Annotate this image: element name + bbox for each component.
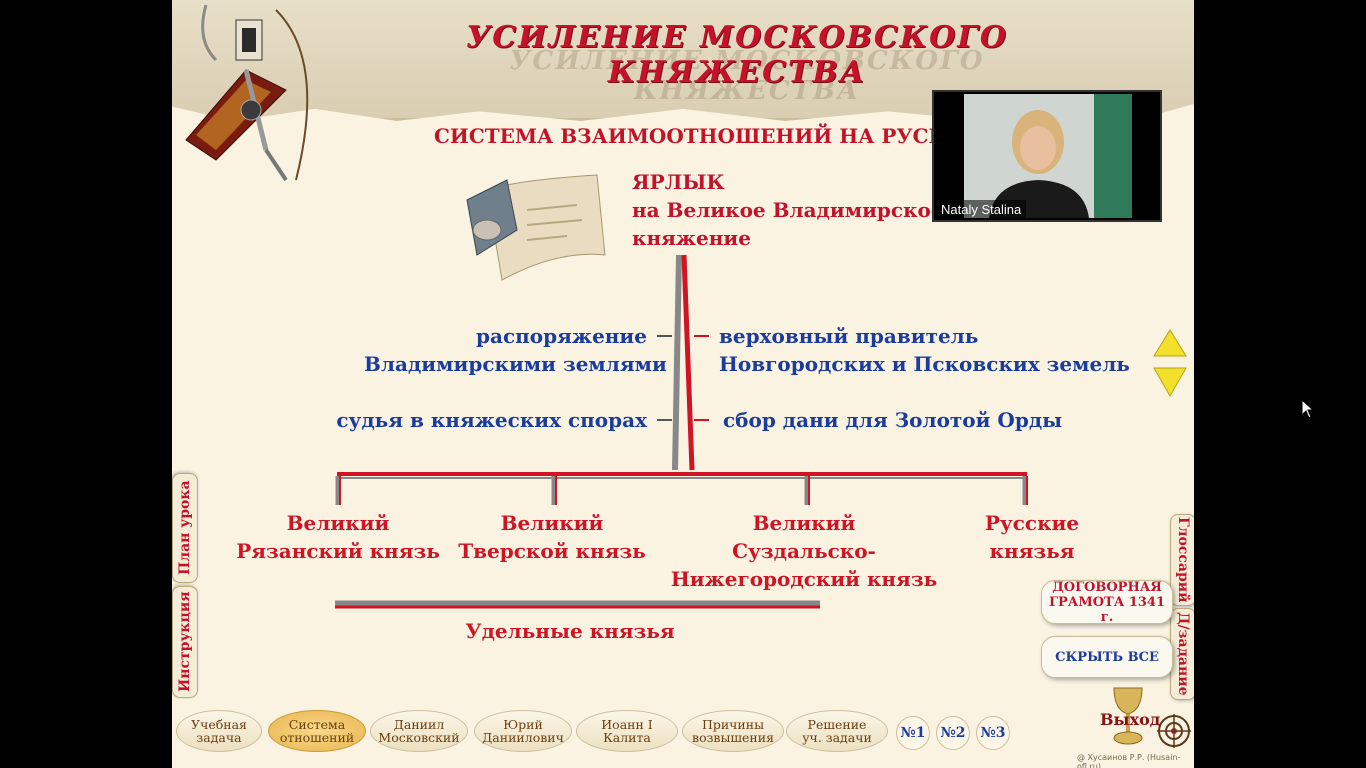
mouse-cursor-icon: [1301, 399, 1315, 419]
function-manage-vladimir-2: Владимирскими землями: [364, 352, 667, 376]
prince-suzdal-2: Суздальско-: [732, 539, 876, 563]
scroll-arrows: [1153, 329, 1187, 398]
nav-number-3[interactable]: №3: [976, 716, 1010, 750]
tab-glossary[interactable]: Глоссарий: [1170, 514, 1194, 606]
yarlyk-label: ЯРЛЫК на Великое Владимирское княжение: [632, 168, 944, 252]
function-tribute: сбор дани для Золотой Орды: [723, 408, 1063, 432]
banner-title: УСИЛЕНИЕ МОСКОВСКОГО КНЯЖЕСТВА: [465, 20, 1009, 90]
nav-label: задача: [196, 730, 242, 745]
nav-label: возвышения: [692, 730, 774, 745]
nav-label: отношений: [279, 730, 355, 745]
target-icon[interactable]: [1157, 714, 1191, 748]
copyright-text: @ Хусаинов Р.Р. (Husain-ofl.ru): [1077, 753, 1181, 768]
scroll-icon: [466, 174, 606, 281]
prince-suzdal: Великий Суздальско- Нижегородский князь: [669, 509, 939, 593]
prince-russian-1: Русские: [984, 511, 1080, 535]
tab-homework[interactable]: Д/задание: [1170, 608, 1194, 700]
tab-lesson-plan[interactable]: План урока: [172, 473, 198, 583]
prince-ryazan-1: Великий: [286, 511, 390, 535]
hide-all-button[interactable]: СКРЫТЬ ВСЕ: [1041, 636, 1173, 678]
function-supreme-ruler-2: Новгородских и Псковских земель: [719, 352, 1130, 376]
prince-ryazan: Великий Рязанский князь: [230, 509, 446, 565]
prince-russian: Русские князья: [972, 509, 1092, 565]
nav-label: Московский: [378, 730, 460, 745]
prince-russian-2: князья: [989, 539, 1075, 563]
treaty-button-line1: ДОГОВОРНАЯ: [1052, 579, 1162, 595]
treaty-button-line2: ГРАМОТА 1341 г.: [1048, 594, 1166, 625]
yarlyk-subtitle-2: княжение: [632, 226, 751, 250]
appanage-princes: Удельные князья: [465, 619, 675, 643]
nav-label: Даниил: [393, 717, 445, 732]
participant-name-label: Nataly Stalina: [936, 200, 1027, 219]
banner-title-shadow: УСИЛЕНИЕ МОСКОВСКОГО КНЯЖЕСТВА: [509, 46, 985, 106]
nav-label: Система: [288, 717, 346, 732]
function-manage-vladimir: распоряжение Владимирскими землями: [364, 322, 667, 378]
nav-label: Даниилович: [482, 730, 564, 745]
nav-label: уч. задачи: [802, 730, 872, 745]
yarlyk-heading: ЯРЛЫК: [632, 170, 725, 194]
nav-label: Учебная: [191, 717, 247, 732]
exit-button[interactable]: Выход: [1100, 710, 1161, 729]
prince-tver-1: Великий: [500, 511, 604, 535]
nav-label: Причины: [701, 717, 765, 732]
diagram-title: СИСТЕМА ВЗАИМООТНОШЕНИЙ НА РУСИ: [434, 124, 948, 148]
arrow-up-icon[interactable]: [1153, 329, 1187, 357]
nav-number-1[interactable]: №1: [896, 716, 930, 750]
yarlyk-subtitle-1: на Великое Владимирское: [632, 198, 944, 222]
function-manage-vladimir-1: распоряжение: [476, 324, 647, 348]
prince-tver-2: Тверской князь: [458, 539, 646, 563]
function-supreme-ruler-1: верховный правитель: [719, 324, 979, 348]
prince-ryazan-2: Рязанский князь: [236, 539, 440, 563]
function-judge: судья в княжеских спорах: [336, 408, 647, 432]
nav-label: Решение: [807, 717, 867, 732]
nav-label: Иоанн I Калита: [601, 717, 653, 745]
treaty-1341-button[interactable]: ДОГОВОРНАЯ ГРАМОТА 1341 г.: [1041, 579, 1173, 625]
nav-label: Юрий: [503, 717, 543, 732]
chalice-icon[interactable]: [1110, 684, 1146, 748]
tab-instruction[interactable]: Инструкция: [172, 586, 198, 698]
participant-video: [964, 94, 1132, 218]
prince-suzdal-3: Нижегородский князь: [670, 567, 938, 591]
function-supreme-ruler: верховный правитель Новгородских и Псков…: [719, 322, 1130, 378]
prince-suzdal-1: Великий: [752, 511, 856, 535]
prince-tver: Великий Тверской князь: [452, 509, 652, 565]
weapons-illustration: [185, 4, 309, 182]
arrow-down-icon[interactable]: [1153, 367, 1187, 398]
nav-number-2[interactable]: №2: [936, 716, 970, 750]
nav-ivan-kalita[interactable]: Иоанн I Калита: [576, 710, 678, 752]
